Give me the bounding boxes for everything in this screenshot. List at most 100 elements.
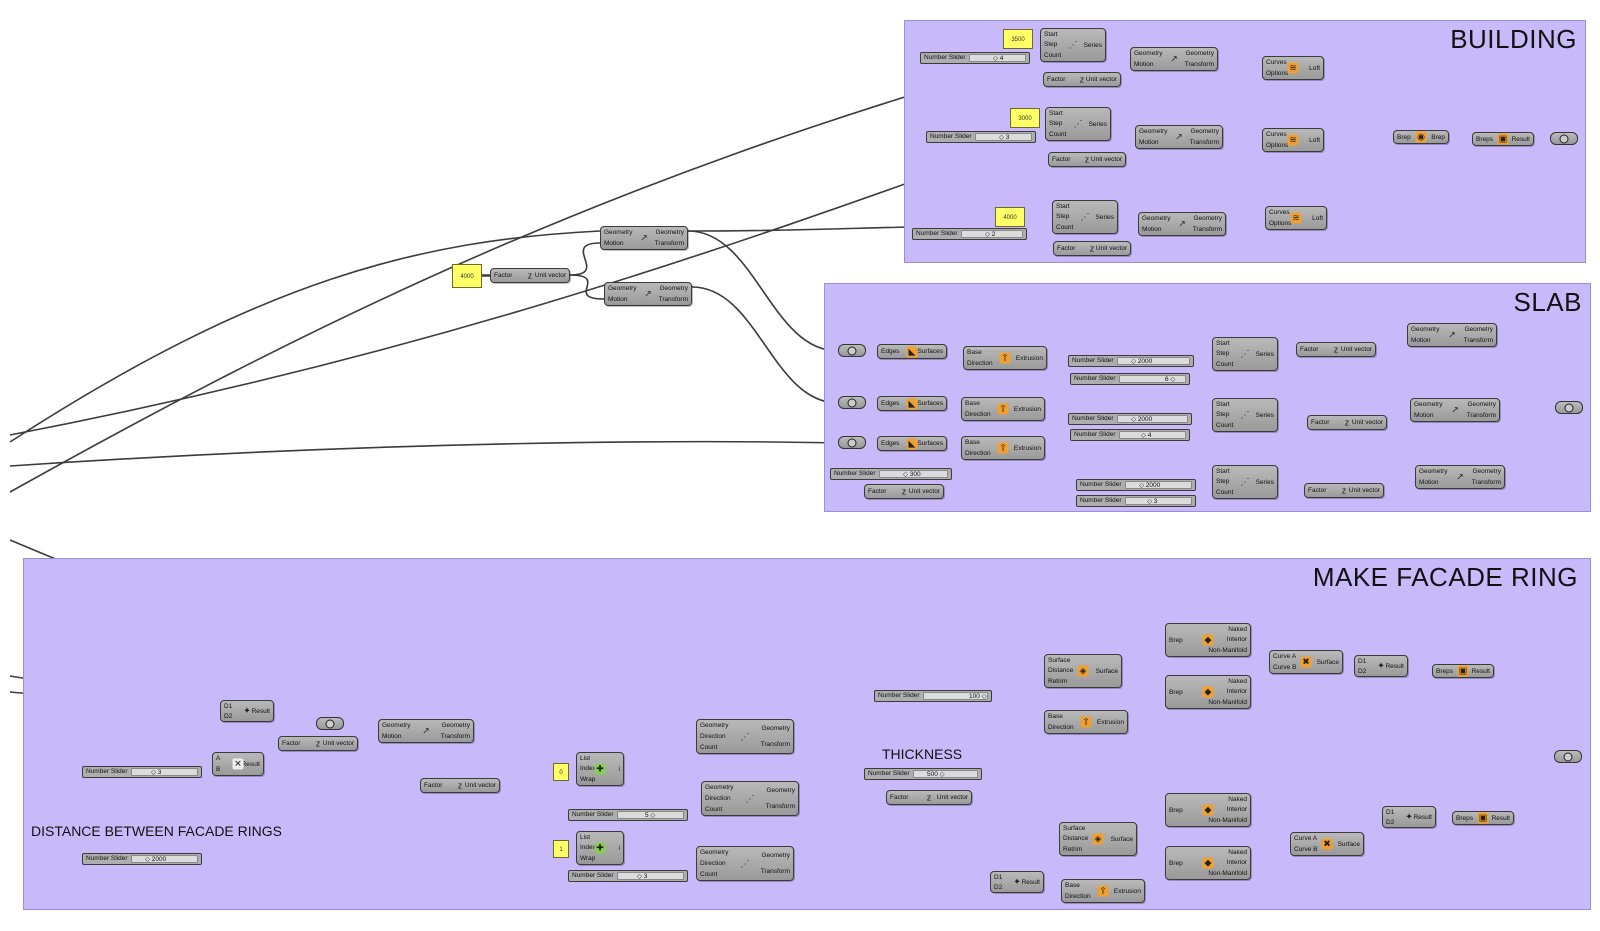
output-transform[interactable]: Transform — [760, 741, 790, 749]
output-transform[interactable]: Transform — [1192, 226, 1222, 233]
output-unit-vector[interactable]: Unit vector — [1348, 487, 1380, 494]
input-geometry[interactable]: Geometry — [604, 229, 633, 236]
input-start[interactable]: Start — [1049, 109, 1063, 117]
output-result[interactable]: Result — [1021, 878, 1040, 886]
slider-track[interactable] — [969, 54, 1026, 62]
input-retrim[interactable]: Retrim — [1063, 846, 1083, 854]
input-count[interactable]: Count — [1216, 361, 1234, 369]
input-brep[interactable]: Brep — [1397, 133, 1411, 141]
input-geometry[interactable]: Geometry — [1414, 401, 1443, 408]
output-unit-vector[interactable]: Unit vector — [322, 740, 354, 747]
input-options[interactable]: Options — [1266, 70, 1289, 77]
output-naked[interactable]: Naked — [1228, 625, 1247, 633]
input-options[interactable]: Options — [1269, 220, 1292, 227]
output-unit-vector[interactable]: Unit vector — [936, 794, 968, 801]
output-geometry[interactable]: Geometry — [659, 285, 688, 292]
input-wrap[interactable]: Wrap — [580, 776, 596, 784]
slider-track[interactable] — [961, 230, 1023, 238]
panel-4000-upstream[interactable]: 4000 — [452, 264, 482, 288]
slider-slab-count-2[interactable]: Number Slider◇ 4 — [1070, 429, 1190, 441]
input-base[interactable]: Base — [965, 400, 980, 407]
output-transform[interactable]: Transform — [765, 803, 795, 811]
panel-1[interactable]: 1 — [553, 840, 569, 858]
output-result[interactable]: Result — [1471, 667, 1490, 675]
output-extrusion[interactable]: Extrusion — [1013, 405, 1041, 413]
input-curves[interactable]: Curves — [1266, 131, 1287, 138]
input-count[interactable]: Count — [1049, 131, 1067, 139]
input-curve-a[interactable]: Curve A — [1273, 653, 1297, 660]
output-series[interactable]: Series — [1088, 120, 1107, 128]
input-geometry[interactable]: Geometry — [1134, 50, 1163, 57]
slider-track[interactable] — [1125, 481, 1192, 489]
input-count[interactable]: Count — [700, 744, 718, 751]
geometry-param-slab-1[interactable] — [838, 344, 866, 357]
input-wrap[interactable]: Wrap — [580, 855, 596, 863]
input-factor[interactable]: Factor — [868, 488, 887, 495]
input-start[interactable]: Start — [1056, 202, 1070, 210]
input-brep[interactable]: Brep — [1169, 859, 1183, 867]
input-step[interactable]: Step — [1049, 120, 1063, 128]
input-list[interactable]: List — [580, 754, 591, 762]
brep-param-building[interactable] — [1550, 132, 1578, 145]
output-geometry[interactable]: Geometry — [761, 724, 790, 732]
output-extrusion[interactable]: Extrusion — [1015, 354, 1043, 362]
output-transform[interactable]: Transform — [1466, 412, 1496, 419]
output-interior[interactable]: Interior — [1226, 636, 1247, 644]
output-result[interactable]: Result — [1385, 662, 1404, 670]
input-motion[interactable]: Motion — [1414, 412, 1434, 419]
slider-facade-count[interactable]: Number Slider◇ 3 — [82, 766, 202, 778]
slider-track[interactable] — [1119, 375, 1186, 383]
output-interior[interactable]: Interior — [1226, 688, 1247, 696]
input-base[interactable]: Base — [965, 439, 980, 446]
input-d1[interactable]: D1 — [224, 702, 233, 710]
input-motion[interactable]: Motion — [1419, 479, 1439, 486]
input-curve-a[interactable]: Curve A — [1294, 835, 1318, 842]
input-d2[interactable]: D2 — [1358, 667, 1367, 675]
input-direction[interactable]: Direction — [965, 450, 991, 457]
input-geometry[interactable]: Geometry — [1419, 468, 1448, 475]
geometry-param-facade-1[interactable] — [316, 717, 344, 730]
panel-0[interactable]: 0 — [553, 763, 569, 781]
input-step[interactable]: Step — [1216, 411, 1230, 419]
panel-3500[interactable]: 3500 — [1003, 29, 1033, 49]
output-result[interactable]: Result — [1413, 813, 1432, 821]
input-d2[interactable]: D2 — [994, 883, 1003, 891]
input-start[interactable]: Start — [1216, 467, 1230, 475]
output-non-manifold[interactable]: Non-Manifold — [1208, 647, 1247, 655]
slider-slab-step-2[interactable]: Number Slider◇ 2000 — [1068, 413, 1192, 425]
output-i[interactable]: i — [618, 844, 620, 852]
input-geometry[interactable]: Geometry — [1142, 215, 1171, 222]
output-series[interactable]: Series — [1095, 213, 1114, 221]
output-naked[interactable]: Naked — [1228, 677, 1247, 685]
output-interior[interactable]: Interior — [1226, 859, 1247, 867]
input-base[interactable]: Base — [1048, 713, 1063, 720]
input-factor[interactable]: Factor — [1300, 346, 1319, 353]
input-factor[interactable]: Factor — [1308, 487, 1327, 494]
output-non-manifold[interactable]: Non-Manifold — [1208, 870, 1247, 878]
